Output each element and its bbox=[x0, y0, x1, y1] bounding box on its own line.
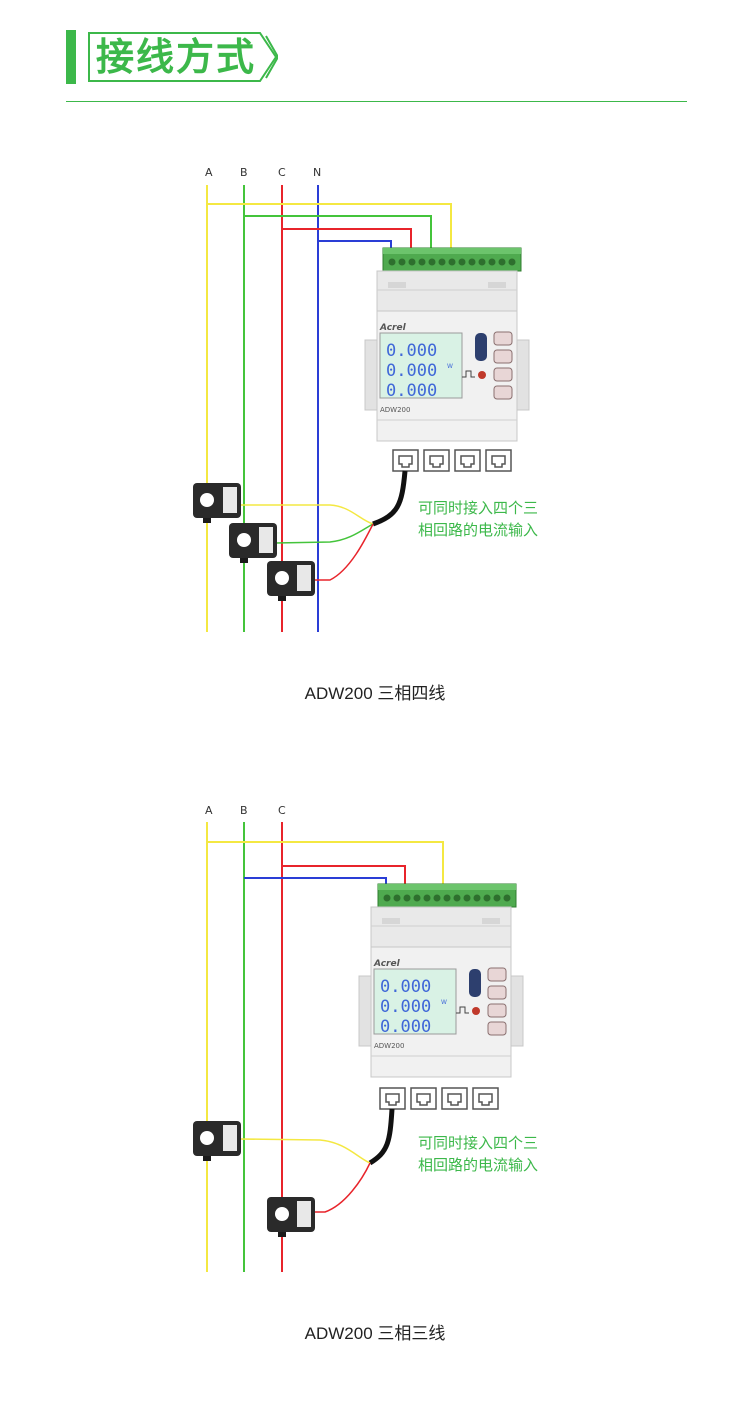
caption-four-wire: ADW200 三相四线 bbox=[304, 684, 446, 703]
signal-cable bbox=[368, 1108, 395, 1166]
lcd-unit: W bbox=[447, 363, 453, 370]
tap-wire-b bbox=[244, 877, 387, 898]
lcd-row-3: 0.000 bbox=[380, 1017, 431, 1037]
tap-wire-a bbox=[207, 841, 444, 898]
section-title: 接线方式 bbox=[96, 35, 257, 79]
meter-button-4 bbox=[487, 1021, 507, 1036]
signal-cable bbox=[372, 470, 408, 527]
phase-label-a: A bbox=[205, 804, 213, 817]
indicator-window bbox=[475, 333, 487, 361]
ct-note: 可同时接入四个三 相回路的电流输入 bbox=[418, 1132, 538, 1176]
header-arrow-frame bbox=[88, 32, 278, 82]
pulse-led bbox=[478, 371, 486, 379]
meter-device: Acrel 0.000 0.000 0.000 W ADW200 bbox=[358, 906, 524, 1078]
current-transformer-c bbox=[267, 1197, 315, 1237]
lcd-row-2: 0.000 bbox=[386, 361, 437, 381]
meter-model: ADW200 bbox=[374, 1042, 404, 1050]
meter-button-2 bbox=[493, 349, 513, 364]
current-transformer-a bbox=[193, 483, 241, 523]
phase-label-b: B bbox=[240, 804, 248, 817]
wiring-diagram-three-wire-svg: A B C Acrel bbox=[193, 804, 524, 1272]
phase-label-c: C bbox=[278, 166, 286, 179]
ct-note: 可同时接入四个三 相回路的电流输入 bbox=[418, 497, 538, 541]
wiring-diagram-four-wire: A B C N bbox=[0, 140, 750, 780]
ct-lead-a bbox=[239, 1138, 371, 1164]
ct-lead-b bbox=[274, 523, 374, 544]
meter-button-1 bbox=[487, 967, 507, 982]
wiring-diagram-three-wire: A B C Acrel bbox=[0, 780, 750, 1420]
terminal-block bbox=[377, 883, 517, 908]
ct-note-line-2: 相回路的电流输入 bbox=[418, 1156, 539, 1174]
meter-button-2 bbox=[487, 985, 507, 1000]
pulse-icon bbox=[456, 1006, 469, 1014]
ct-lead-c bbox=[313, 523, 374, 581]
caption-three-wire: ADW200 三相三线 bbox=[304, 1324, 446, 1343]
header-accent-bar bbox=[66, 30, 76, 84]
phase-label-a: A bbox=[205, 166, 213, 179]
current-input-ports bbox=[392, 449, 512, 472]
meter-button-4 bbox=[493, 385, 513, 400]
ct-note-line-1: 可同时接入四个三 bbox=[418, 1134, 539, 1152]
lcd-row-3: 0.000 bbox=[386, 381, 437, 401]
wiring-diagram-four-wire-svg: A B C N bbox=[193, 166, 530, 632]
current-transformer-b bbox=[229, 523, 277, 563]
ct-note-line-1: 可同时接入四个三 bbox=[418, 499, 539, 517]
lcd-row-2: 0.000 bbox=[380, 997, 431, 1017]
meter-button-3 bbox=[487, 1003, 507, 1018]
lcd-row-1: 0.000 bbox=[386, 341, 437, 361]
meter-button-1 bbox=[493, 331, 513, 346]
phase-label-c: C bbox=[278, 804, 286, 817]
pulse-icon bbox=[462, 370, 475, 378]
current-transformer-a bbox=[193, 1121, 241, 1161]
meter-model: ADW200 bbox=[380, 406, 410, 414]
indicator-window bbox=[469, 969, 481, 997]
ct-lead-c bbox=[315, 1162, 371, 1213]
phase-label-b: B bbox=[240, 166, 248, 179]
meter-brand: Acrel bbox=[373, 959, 401, 969]
lcd-row-1: 0.000 bbox=[380, 977, 431, 997]
tap-wire-n bbox=[318, 240, 392, 262]
lcd-unit: W bbox=[441, 999, 447, 1006]
pulse-led bbox=[472, 1007, 480, 1015]
current-input-ports bbox=[379, 1087, 499, 1110]
section-header: 接线方式 bbox=[0, 0, 750, 110]
meter-device: Acrel 0.000 0.000 0.000 W ADW200 bbox=[364, 270, 530, 442]
terminal-block bbox=[382, 247, 522, 272]
meter-brand: Acrel bbox=[379, 323, 407, 333]
current-transformer-c bbox=[267, 561, 315, 601]
header-divider bbox=[66, 101, 687, 102]
phase-label-n: N bbox=[313, 166, 321, 179]
ct-note-line-2: 相回路的电流输入 bbox=[418, 521, 539, 539]
meter-button-3 bbox=[493, 367, 513, 382]
tap-wire-a bbox=[207, 203, 452, 262]
tap-wire-b bbox=[244, 215, 432, 262]
ct-lead-a bbox=[240, 504, 374, 525]
